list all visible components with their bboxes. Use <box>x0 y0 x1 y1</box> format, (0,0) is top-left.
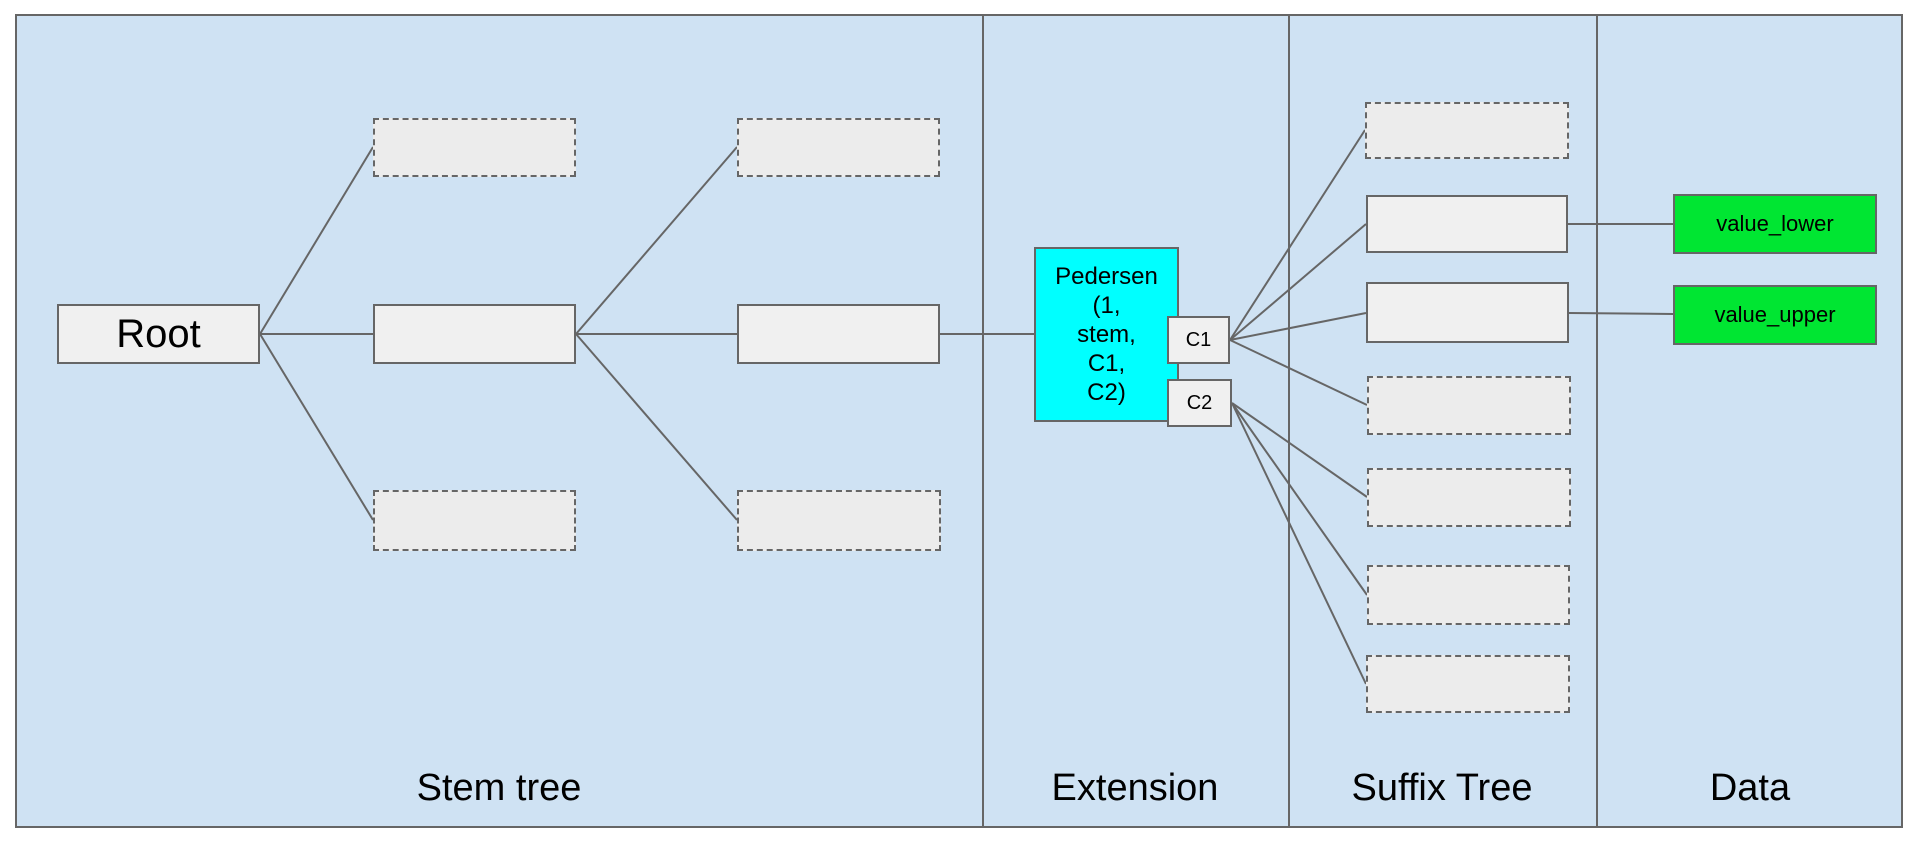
panel-divider-stem-extension <box>982 14 984 828</box>
suffix-node-5-placeholder <box>1367 468 1571 527</box>
panel-divider-extension-suffix <box>1288 14 1290 828</box>
stem-child-upper-placeholder <box>373 118 576 177</box>
panel-label-suffix-tree: Suffix Tree <box>1351 767 1533 809</box>
root-node: Root <box>57 304 260 364</box>
c2-commitment-node: C2 <box>1167 379 1232 427</box>
stem-child-lower-placeholder <box>373 490 576 551</box>
suffix-node-2 <box>1366 195 1568 253</box>
panel-label-data: Data <box>1709 767 1791 809</box>
suffix-node-6-placeholder <box>1367 565 1570 625</box>
stem-grandchild-mid-node <box>737 304 940 364</box>
value-lower-node: value_lower <box>1673 194 1877 254</box>
diagram-canvas <box>15 14 1903 828</box>
pedersen-commitment-node: Pedersen (1, stem, C1, C2) <box>1034 247 1179 422</box>
suffix-node-4-placeholder <box>1367 376 1571 435</box>
suffix-node-1-placeholder <box>1365 102 1569 159</box>
suffix-node-7-placeholder <box>1366 655 1570 713</box>
value-upper-node: value_upper <box>1673 285 1877 345</box>
stem-grandchild-lower-placeholder <box>737 490 941 551</box>
panel-label-stem-tree: Stem tree <box>416 767 582 809</box>
c1-commitment-node: C1 <box>1167 316 1230 364</box>
panel-divider-suffix-data <box>1596 14 1598 828</box>
panel-label-extension: Extension <box>1051 767 1219 809</box>
stem-child-mid-node <box>373 304 576 364</box>
suffix-node-3 <box>1366 282 1569 343</box>
stem-grandchild-upper-placeholder <box>737 118 940 177</box>
